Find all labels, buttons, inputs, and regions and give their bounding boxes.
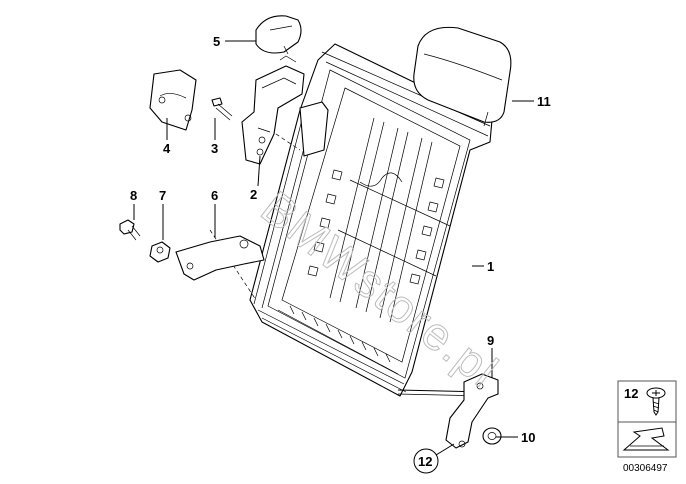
backrest-latch — [241, 55, 305, 165]
callout-3: 3 — [211, 141, 218, 156]
screw-part-8 — [119, 219, 141, 241]
release-lever-cap — [255, 15, 302, 55]
callout-9: 9 — [487, 333, 494, 348]
torx-screw-icon — [646, 387, 666, 416]
callout-11: 11 — [537, 94, 551, 109]
callout-6: 6 — [211, 188, 218, 203]
legend-item-number: 12 — [624, 386, 638, 401]
latch-bracket — [149, 69, 197, 131]
nut-part-7 — [149, 241, 171, 263]
callout-4: 4 — [163, 141, 171, 156]
callout-8: 8 — [130, 188, 137, 203]
hinge-bracket — [175, 235, 265, 281]
lower-hinge-bracket — [445, 373, 499, 449]
legend-panel: 12 — [617, 380, 677, 458]
callout-5: 5 — [213, 34, 220, 49]
callout-1: 1 — [487, 259, 494, 274]
direction-arrow-icon — [622, 427, 670, 451]
callout-10: 10 — [521, 430, 535, 445]
callout-2: 2 — [250, 187, 257, 202]
callout-12: 12 — [418, 454, 432, 469]
bolt-part-3 — [211, 97, 233, 121]
callout-7: 7 — [159, 188, 166, 203]
callout-12-circle — [413, 448, 439, 474]
headrest — [413, 26, 512, 127]
document-number: 00306497 — [623, 463, 668, 474]
grommet-part-10 — [482, 427, 502, 445]
leader-lines — [133, 40, 534, 456]
legend-screw-box — [617, 380, 677, 423]
